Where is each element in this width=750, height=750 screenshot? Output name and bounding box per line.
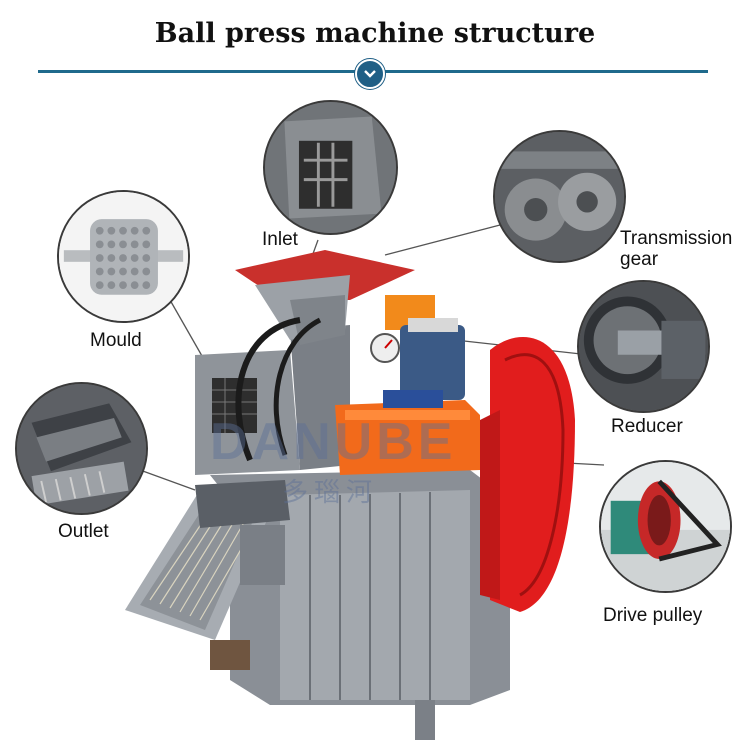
- inlet-label: Inlet: [262, 229, 298, 250]
- drive-pulley-callout: [599, 460, 732, 593]
- title-divider-left: [38, 70, 356, 73]
- watermark-brand-cn: 多瑙河: [282, 477, 379, 507]
- drive-pulley-label: Drive pulley: [603, 605, 703, 626]
- watermark-brand: DANUBE: [210, 413, 457, 471]
- inlet-callout: [263, 100, 398, 235]
- mould-label: Mould: [90, 330, 142, 351]
- page-title: Ball press machine structure: [154, 18, 596, 49]
- reducer-callout: [577, 280, 710, 413]
- outlet-callout: [15, 382, 148, 515]
- reducer-label: Reducer: [611, 416, 683, 437]
- title-divider-right: [382, 70, 708, 73]
- transmission-gear-callout: [493, 130, 626, 263]
- chevron-down-icon: [355, 59, 385, 89]
- mould-callout: [57, 190, 190, 323]
- outlet-label: Outlet: [58, 521, 109, 542]
- transmission-gear-label: Transmission gear: [620, 228, 733, 270]
